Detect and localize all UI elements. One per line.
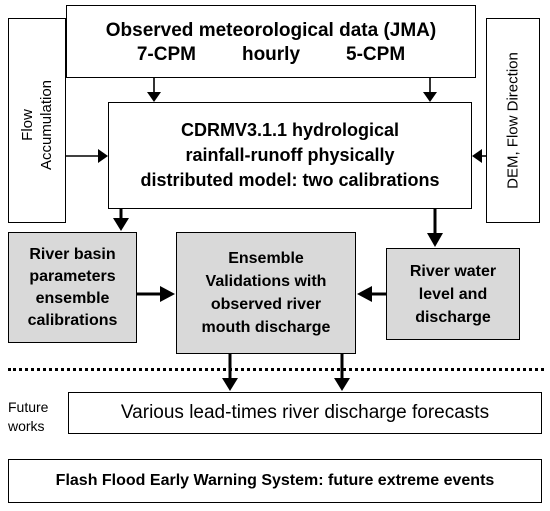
observed-item-7cpm: 7-CPM — [136, 43, 196, 65]
arrow-model-to-water-level — [427, 209, 443, 247]
water-level-line3: discharge — [415, 308, 491, 326]
arrow-model-to-basin — [113, 209, 129, 231]
dotted-separator — [8, 368, 544, 371]
water-level-box: River water level and discharge — [386, 248, 520, 340]
ensemble-line4: mouth discharge — [201, 319, 331, 336]
observed-data-items: 7-CPM hourly 5-CPM — [137, 43, 405, 67]
model-line3: distributed model: two calibrations — [140, 170, 440, 190]
future-works-label: Future works — [8, 398, 48, 436]
flow-accumulation-box — [8, 18, 66, 223]
model-line1: CDRMV3.1.1 hydrological — [180, 120, 400, 140]
arrow-observed-to-model-right — [423, 78, 437, 102]
arrow-observed-to-model-left — [147, 78, 161, 102]
future-works-line1: Future — [8, 399, 49, 415]
ensemble-line2: Validations with — [205, 273, 327, 290]
warning-box: Flash Flood Early Warning System: future… — [8, 459, 542, 503]
observed-data-box: Observed meteorological data (JMA) 7-CPM… — [66, 5, 476, 78]
forecasts-label: Various lead-times river discharge forec… — [120, 402, 490, 423]
basin-line1: River basin — [29, 245, 116, 263]
arrow-dem-to-model — [472, 149, 486, 163]
observed-item-hourly: hourly — [241, 43, 301, 65]
future-works-line2: works — [8, 418, 45, 434]
basin-line4: calibrations — [27, 311, 118, 329]
observed-data-title: Observed meteorological data (JMA) — [105, 19, 437, 41]
basin-box: River basin parameters ensemble calibrat… — [8, 232, 137, 343]
water-level-line1: River water — [409, 262, 497, 280]
forecasts-box: Various lead-times river discharge forec… — [68, 392, 542, 434]
arrow-ensemble-to-forecasts-left — [222, 354, 238, 391]
observed-item-5cpm: 5-CPM — [346, 43, 406, 65]
model-line2: rainfall-runoff physically — [185, 145, 395, 165]
ensemble-line1: Ensemble — [228, 250, 304, 267]
warning-label: Flash Flood Early Warning System: future… — [55, 472, 495, 489]
dem-box — [486, 18, 540, 223]
water-level-line2: level and — [418, 285, 488, 303]
basin-line2: parameters — [29, 267, 116, 285]
model-box: CDRMV3.1.1 hydrological rainfall-runoff … — [108, 102, 472, 209]
arrow-ensemble-to-forecasts-right — [334, 354, 350, 391]
arrow-basin-to-ensemble — [137, 286, 175, 302]
basin-line3: ensemble — [35, 289, 110, 307]
arrow-water-level-to-ensemble — [357, 286, 386, 302]
ensemble-line3: observed river — [210, 296, 322, 313]
arrow-flow-accumulation-to-model — [66, 149, 108, 163]
ensemble-box: Ensemble Validations with observed river… — [176, 232, 356, 354]
